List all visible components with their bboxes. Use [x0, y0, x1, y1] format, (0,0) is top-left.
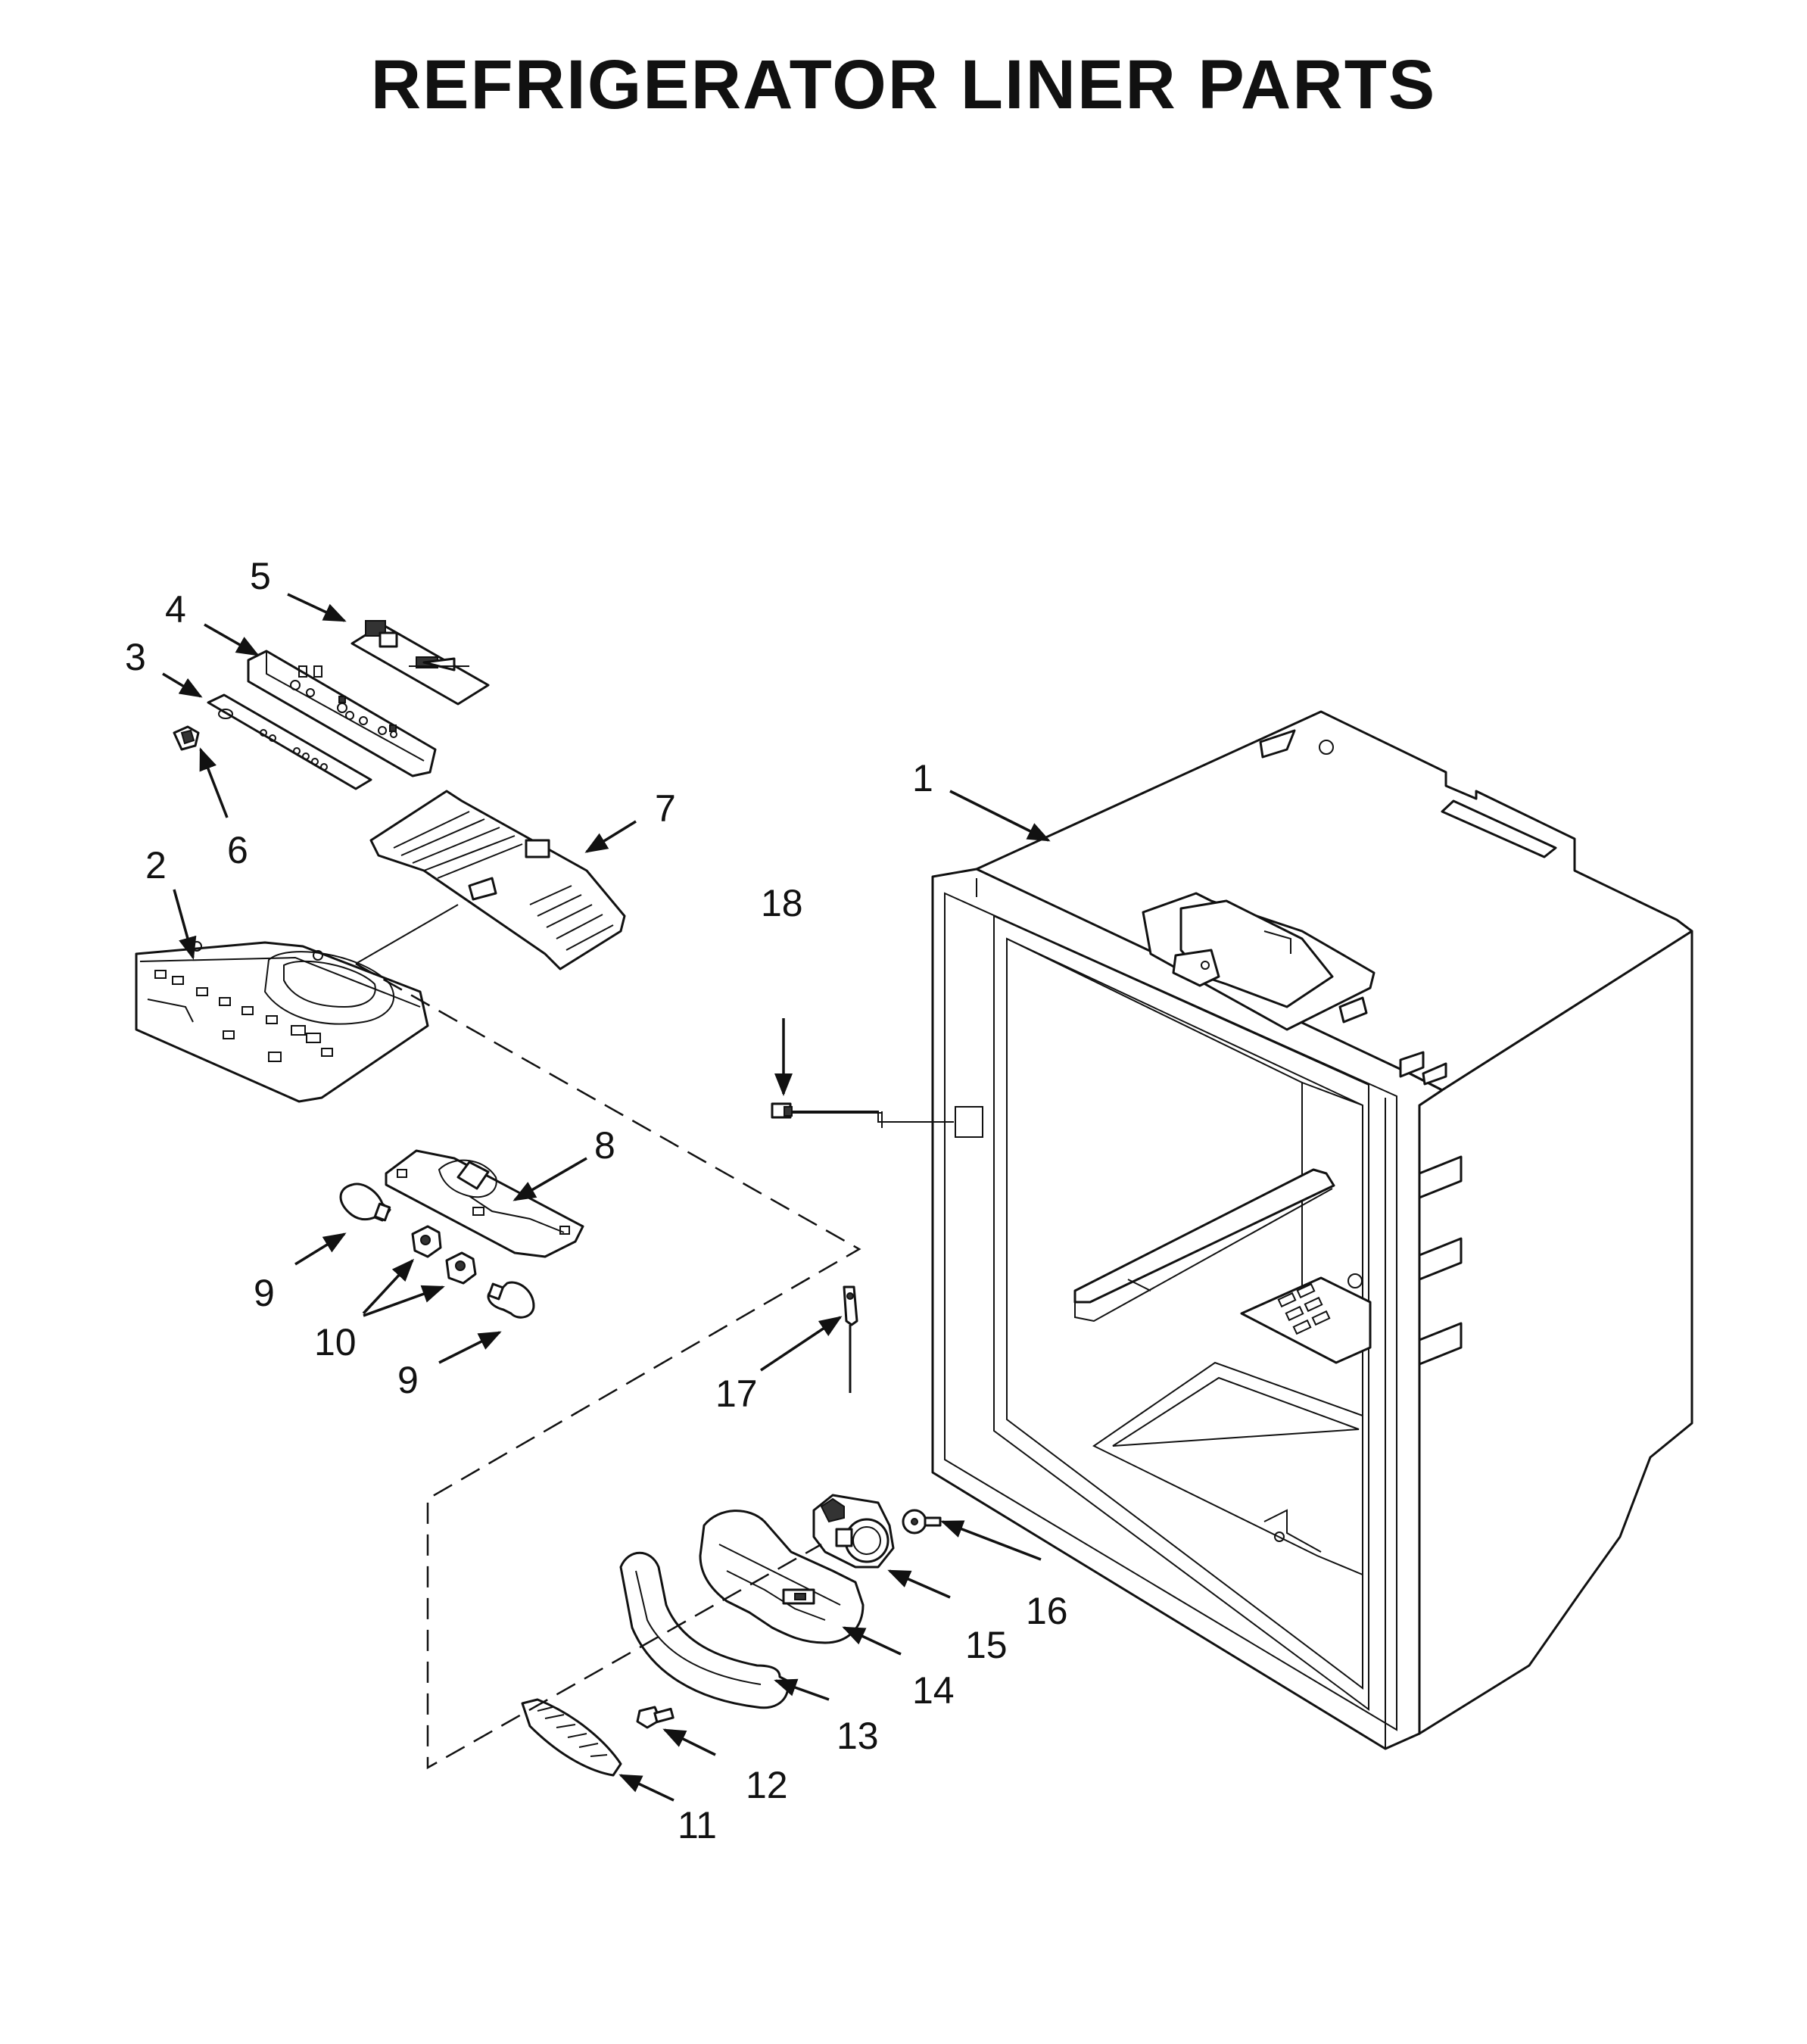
callout-18: 18: [761, 882, 803, 924]
callout-labels: 5 4 3 6 7 2 1 18 8 9 10 9 17 16 15 14 13…: [125, 555, 1068, 1846]
water-valve: [812, 1494, 895, 1569]
callout-8: 8: [594, 1124, 615, 1167]
connector-line: [355, 904, 459, 964]
refrigerator-liner: [931, 710, 1693, 1750]
screw: [636, 1706, 675, 1729]
callout-5: 5: [250, 555, 271, 597]
door-switch: [771, 1102, 954, 1128]
light-housing: [385, 1149, 584, 1258]
callout-7: 7: [655, 787, 676, 830]
control-housing: [135, 941, 429, 1103]
light-shield: [369, 790, 626, 971]
callout-4: 4: [165, 588, 186, 631]
light-socket: [411, 1225, 477, 1285]
water-dispenser-handle: [619, 1551, 790, 1709]
page-title: REFRIGERATOR LINER PARTS: [370, 46, 1437, 123]
control-knob: [173, 725, 200, 751]
mounting-screw: [902, 1509, 942, 1535]
callout-10: 10: [314, 1321, 357, 1363]
callout-2: 2: [145, 844, 167, 886]
door-handle-trim: [521, 1698, 622, 1777]
control-board: [350, 620, 490, 706]
thermistor: [843, 1285, 858, 1393]
callout-16: 16: [1026, 1590, 1068, 1632]
callout-9-lower: 9: [397, 1359, 419, 1401]
callout-12: 12: [746, 1764, 788, 1806]
callout-13: 13: [837, 1715, 879, 1757]
light-bulb: [339, 1182, 391, 1222]
dispenser-housing: [699, 1510, 865, 1644]
leader-arrows: [162, 593, 1051, 1802]
callout-15: 15: [965, 1624, 1008, 1666]
callout-3: 3: [125, 636, 146, 678]
control-overlay: [207, 693, 372, 790]
callout-6: 6: [227, 829, 248, 871]
callout-9-upper: 9: [254, 1272, 275, 1314]
control-box: [247, 650, 437, 777]
callout-1: 1: [912, 757, 933, 799]
callout-17: 17: [715, 1373, 758, 1415]
callout-11: 11: [678, 1804, 717, 1846]
callout-14: 14: [912, 1669, 955, 1712]
assembly-boundary: [355, 962, 861, 1770]
light-bulb: [487, 1281, 535, 1319]
